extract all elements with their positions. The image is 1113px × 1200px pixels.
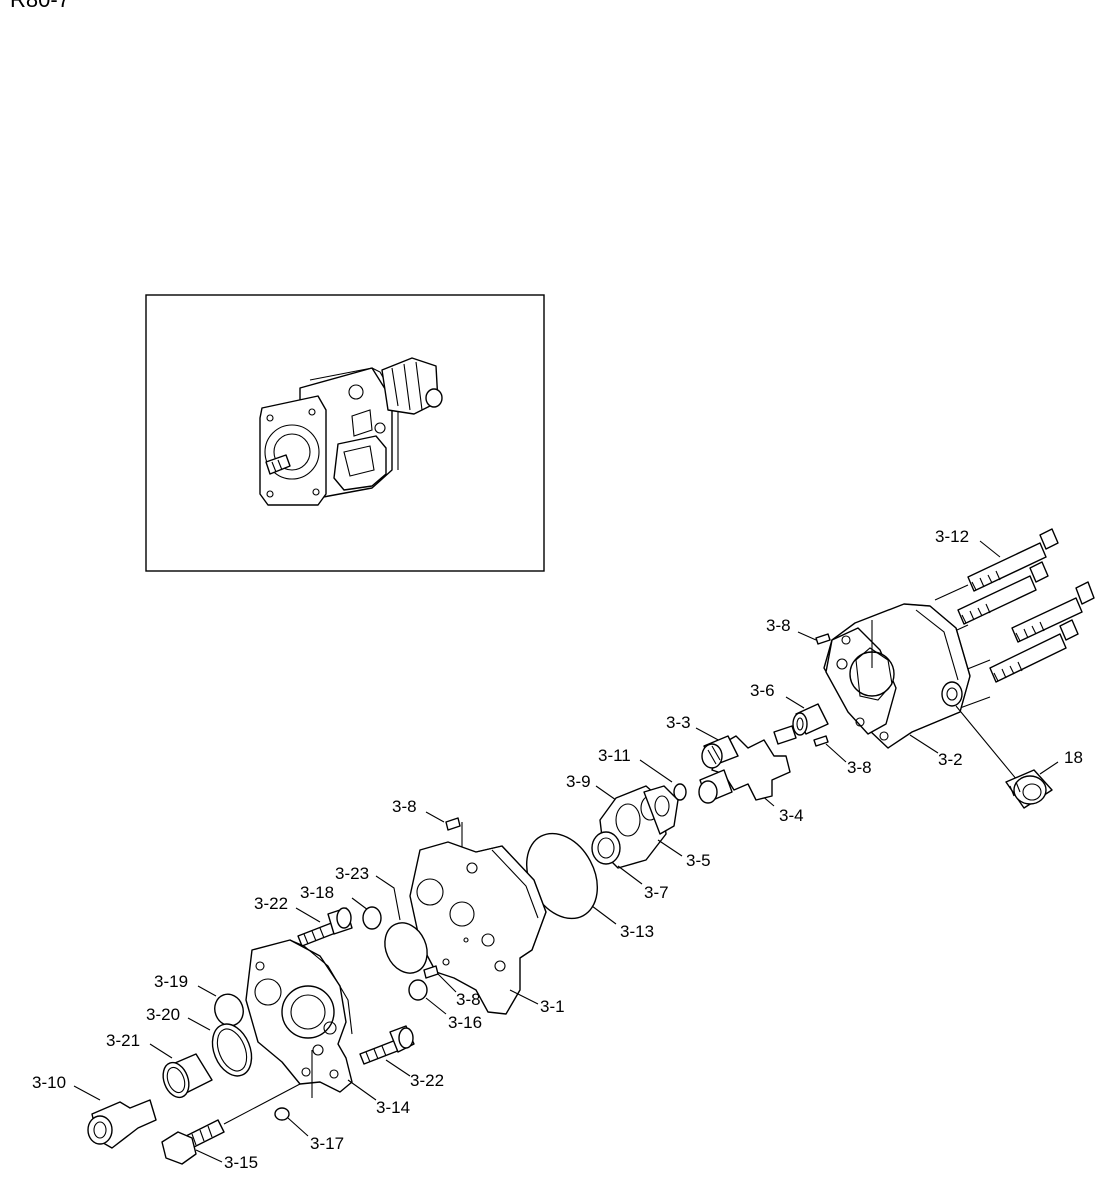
callout-3-11: 3-11 [598, 746, 631, 765]
callout-3-3: 3-3 [666, 713, 691, 732]
part-3-1-pump-body [409, 841, 547, 1015]
callout-3-22: 3-22 [410, 1071, 444, 1090]
part-3-23-o-ring [375, 875, 428, 974]
callout-3-17: 3-17 [310, 1134, 344, 1153]
callout-3-21: 3-21 [106, 1031, 140, 1050]
part-3-16-o-ring [408, 979, 447, 1015]
callout-3-8: 3-8 [766, 616, 791, 635]
callout-3-14: 3-14 [376, 1098, 410, 1117]
model-label: R80-7 [10, 0, 70, 13]
callout-3-1: 3-1 [540, 997, 565, 1016]
part-3-14-front-cover [245, 939, 377, 1101]
callout-3-12: 3-12 [935, 527, 969, 546]
callout-18: 18 [1064, 748, 1083, 767]
inset-assembly-view [145, 294, 545, 572]
part-3-8-dowel-pin-lower [423, 965, 457, 993]
part-3-3-3-4-gear-set [695, 725, 797, 807]
part-3-10-coupling [73, 1085, 157, 1149]
callout-3-15: 3-15 [224, 1153, 258, 1172]
part-3-12-bolt [934, 528, 1095, 709]
part-3-11-o-ring [639, 759, 687, 801]
part-3-20-o-ring [187, 1017, 253, 1077]
callout-3-5: 3-5 [686, 851, 711, 870]
callout-3-8: 3-8 [847, 758, 872, 777]
part-3-8-dowel-pin-upper [797, 631, 847, 763]
part-3-19-o-ring [197, 985, 244, 1027]
part-3-22-bolt-upper [295, 907, 353, 947]
callout-3-9: 3-9 [566, 772, 591, 791]
part-3-7-seal [591, 831, 643, 885]
pump-assembly-illustration [259, 357, 443, 506]
part-3-5-wear-plate [657, 839, 683, 857]
callout-3-18: 3-18 [300, 883, 334, 902]
part-3-17-o-ring [274, 1050, 313, 1137]
callout-3-16: 3-16 [448, 1013, 482, 1032]
part-3-8-dowel-pin-middle [425, 811, 463, 868]
part-3-22-bolt-lower [359, 1025, 415, 1077]
callout-3-6: 3-6 [750, 681, 775, 700]
callout-3-19: 3-19 [154, 972, 188, 991]
part-3-6-bushing [785, 696, 829, 736]
part-3-21-bushing [149, 1043, 213, 1099]
callout-3-7: 3-7 [644, 883, 669, 902]
part-3-2-rear-housing [823, 603, 971, 754]
part-18-plug [955, 705, 1059, 809]
callout-3-10: 3-10 [32, 1073, 66, 1092]
callout-3-2: 3-2 [938, 750, 963, 769]
callout-3-23: 3-23 [335, 864, 369, 883]
callout-3-22: 3-22 [254, 894, 288, 913]
part-3-15-hex-bolt [161, 1083, 301, 1165]
callout-3-20: 3-20 [146, 1005, 180, 1024]
callout-3-4: 3-4 [779, 806, 804, 825]
callout-3-13: 3-13 [620, 922, 654, 941]
callout-3-8: 3-8 [392, 797, 417, 816]
callout-3-8: 3-8 [456, 990, 481, 1009]
part-3-18-o-ring [351, 897, 382, 930]
